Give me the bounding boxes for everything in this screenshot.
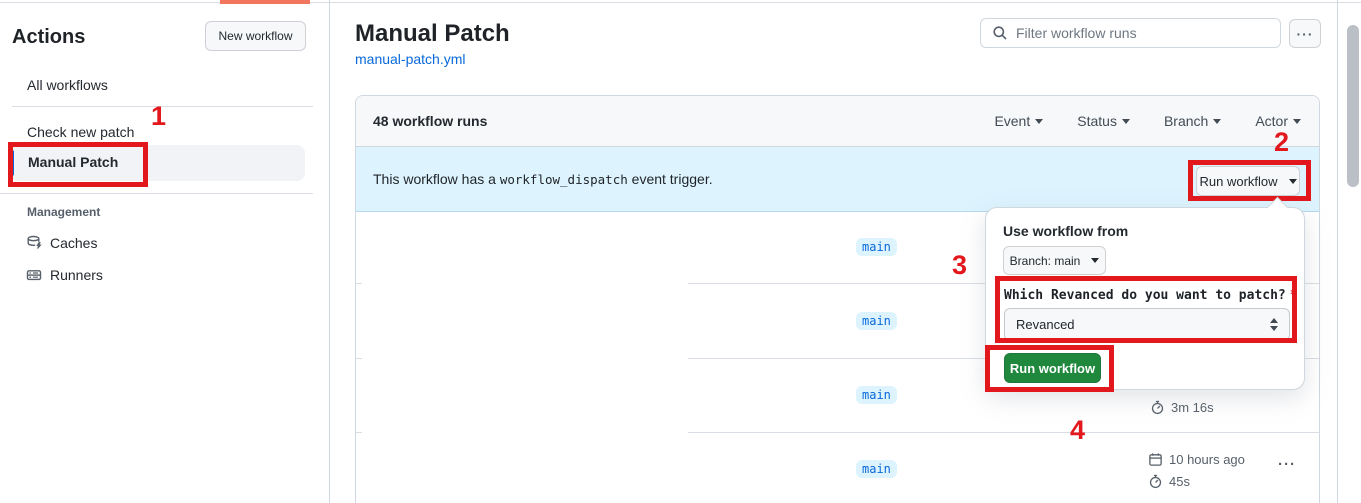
select-updown-icon (1270, 318, 1278, 331)
branch-badge[interactable]: main (856, 386, 897, 404)
sidebar-title: Actions (12, 26, 86, 48)
sidebar-item-caches[interactable]: Caches (26, 235, 97, 251)
stopwatch-icon (1151, 400, 1164, 415)
row-divider (356, 358, 1319, 359)
sidebar-right-border (329, 0, 330, 503)
branch-badge[interactable]: main (856, 312, 897, 330)
cache-database-icon (27, 235, 42, 249)
run-options-kebab-button[interactable]: ··· (1278, 456, 1296, 473)
branch-selector-button[interactable]: Branch: main (1003, 246, 1106, 275)
workflow-page-title: Manual Patch (355, 20, 510, 47)
sidebar-item-all-workflows[interactable]: All workflows (27, 77, 108, 93)
required-asterisk: * (1289, 288, 1298, 303)
page-top-border (0, 2, 1361, 3)
run-date: 10 hours ago (1148, 452, 1245, 467)
content-right-border (1337, 0, 1338, 503)
popover-title: Use workflow from (1003, 223, 1129, 239)
runs-table-header: 48 workflow runs Event Status Branch Act… (356, 96, 1319, 147)
run-workflow-dropdown-button[interactable]: Run workflow (1196, 166, 1300, 196)
workflow-runs-count: 48 workflow runs (373, 113, 488, 129)
sidebar-item-manual-patch-label[interactable]: Manual Patch (28, 154, 119, 170)
event-filter-dropdown[interactable]: Event (994, 113, 1044, 129)
row-divider (356, 432, 1319, 433)
row-divider (356, 283, 1319, 284)
new-workflow-button[interactable]: New workflow (205, 21, 306, 51)
sidebar-item-caches-label: Caches (50, 235, 98, 251)
management-section-label: Management (27, 205, 101, 219)
workflow-runs-list: main main main main 3m 16s 10 hours ago … (356, 212, 1319, 503)
search-icon (993, 26, 1007, 40)
filter-workflow-runs-field[interactable] (980, 18, 1281, 48)
sidebar-divider (0, 193, 313, 194)
branch-badge[interactable]: main (856, 460, 897, 478)
status-filter-dropdown[interactable]: Status (1077, 113, 1130, 129)
redacted-run-titles-area (362, 215, 688, 503)
banner-text: This workflow has a workflow_dispatch ev… (373, 171, 713, 187)
selected-indicator-bar (10, 150, 14, 176)
branch-filter-dropdown[interactable]: Branch (1164, 113, 1222, 129)
chevron-down-icon (1213, 119, 1222, 124)
calendar-icon (1149, 453, 1162, 466)
annotation-edge-mark (220, 0, 310, 4)
chevron-down-icon (1293, 119, 1301, 124)
run-duration: 45s (1148, 474, 1190, 489)
workflow-runs-table (355, 95, 1320, 503)
workflow-dispatch-banner: This workflow has a workflow_dispatch ev… (356, 147, 1319, 212)
revanced-select[interactable]: Revanced (1004, 308, 1290, 341)
server-rack-icon (26, 270, 42, 281)
actor-filter-dropdown[interactable]: Actor (1255, 113, 1301, 129)
search-input[interactable] (1016, 25, 1266, 41)
scrollbar-thumb[interactable] (1347, 25, 1359, 187)
workflow-input-label: Which Revanced do you want to patch?* (1004, 288, 1298, 303)
chevron-down-icon (1091, 258, 1100, 263)
sidebar-divider (12, 106, 313, 107)
branch-badge[interactable]: main (856, 238, 897, 256)
workflow-options-kebab-button[interactable]: ··· (1289, 19, 1321, 48)
chevron-down-icon (1035, 119, 1044, 124)
sidebar-item-manual-patch[interactable] (10, 145, 305, 181)
run-duration: 3m 16s (1150, 400, 1214, 415)
workflow-file-link[interactable]: manual-patch.yml (355, 51, 466, 67)
workflow-dispatch-code: workflow_dispatch (499, 172, 628, 187)
chevron-down-icon (1288, 178, 1297, 184)
stopwatch-icon (1149, 474, 1162, 489)
run-workflow-popover: Use workflow from Branch: main Which Rev… (985, 196, 1305, 390)
chevron-down-icon (1121, 119, 1130, 124)
run-workflow-submit-button[interactable]: Run workflow (1004, 353, 1101, 383)
sidebar-item-check-new-patch[interactable]: Check new patch (27, 124, 135, 140)
sidebar-item-runners-label: Runners (50, 267, 103, 283)
sidebar-item-runners[interactable]: Runners (26, 267, 103, 283)
runs-filter-bar: Event Status Branch Actor (994, 96, 1301, 146)
